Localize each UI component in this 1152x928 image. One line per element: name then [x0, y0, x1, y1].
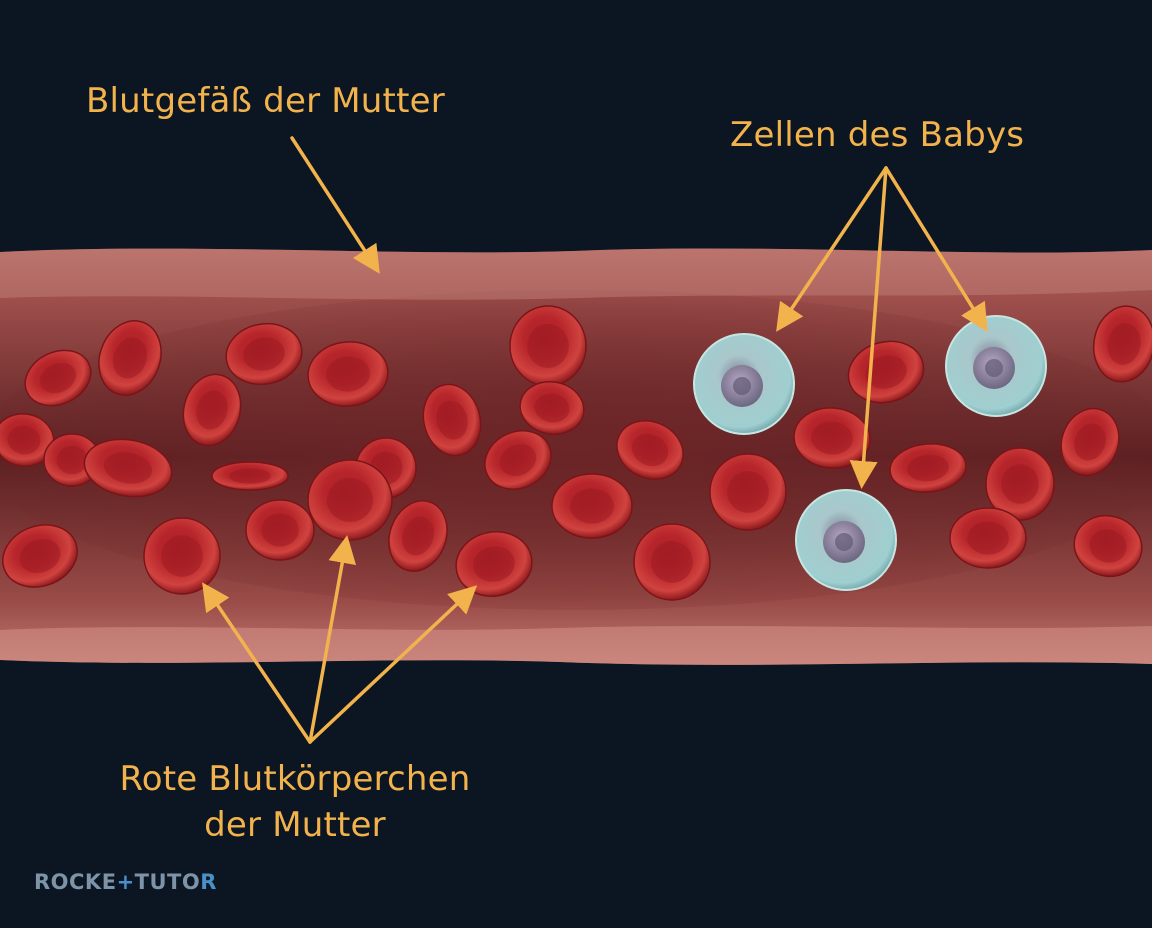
label-rbc-line1: Rote Blutkörperchen: [119, 759, 471, 799]
red-blood-cell: [709, 453, 787, 531]
red-blood-cell: [24, 349, 92, 407]
baby-cell: [945, 315, 1047, 417]
red-blood-cell: [633, 523, 711, 601]
arrow-baby-center: [849, 166, 888, 489]
logo-text-part2: TUTO: [134, 870, 201, 894]
vessel-bottom-rim: [0, 626, 1152, 665]
red-blood-cell: [985, 447, 1055, 521]
baby-cell: [693, 333, 795, 435]
red-blood-cell: [83, 438, 173, 498]
rocketutor-logo: ROCKE+TUTOR: [34, 870, 217, 894]
logo-plus-mark: +: [116, 870, 135, 894]
red-blood-cell: [245, 499, 315, 561]
red-blood-cell: [211, 461, 289, 491]
baby-cell: [795, 489, 897, 591]
red-blood-cell: [484, 430, 552, 490]
arrow-rbc-right: [308, 585, 478, 744]
red-blood-cell: [847, 340, 925, 404]
arrow-baby-right: [884, 166, 988, 332]
red-blood-cell: [143, 517, 221, 595]
red-blood-cell: [307, 459, 393, 541]
red-blood-cell: [1060, 407, 1120, 477]
arrow-rbc-center: [308, 535, 357, 744]
label-maternal-vessel: Blutgefäß der Mutter: [86, 81, 445, 121]
logo-text-part1: ROCKE: [34, 870, 117, 894]
vessel-top-rim: [0, 248, 1152, 300]
red-blood-cell: [98, 320, 162, 396]
red-blood-cell: [455, 531, 533, 597]
logo-text-part3: R: [200, 870, 217, 894]
red-blood-cell: [551, 473, 633, 539]
red-blood-cell: [307, 341, 389, 407]
red-blood-cell: [388, 500, 448, 572]
red-blood-cell: [616, 420, 684, 480]
red-blood-cell: [519, 381, 585, 435]
arrow-rbc-left: [202, 582, 312, 744]
annotation-arrows: [202, 136, 988, 744]
red-blood-cell: [509, 305, 587, 387]
baby-cells: [693, 315, 1047, 591]
red-blood-cell: [2, 524, 78, 588]
red-blood-cell: [1073, 514, 1143, 578]
label-rbc-line2: der Mutter: [204, 805, 386, 845]
label-maternal-red-blood-cells: Rote Blutkörperchen der Mutter: [100, 756, 490, 848]
red-blood-cell: [889, 443, 967, 493]
label-baby-cells: Zellen des Babys: [730, 115, 1025, 155]
red-blood-cell: [422, 383, 482, 457]
red-blood-cell: [1092, 305, 1152, 383]
arrow-vessel: [290, 136, 380, 274]
red-blood-cell: [182, 373, 242, 447]
red-blood-cell: [793, 407, 871, 469]
red-blood-cells: [0, 305, 1152, 601]
arrow-baby-left: [776, 166, 888, 332]
red-blood-cell: [225, 322, 303, 386]
red-blood-cell: [949, 507, 1027, 569]
